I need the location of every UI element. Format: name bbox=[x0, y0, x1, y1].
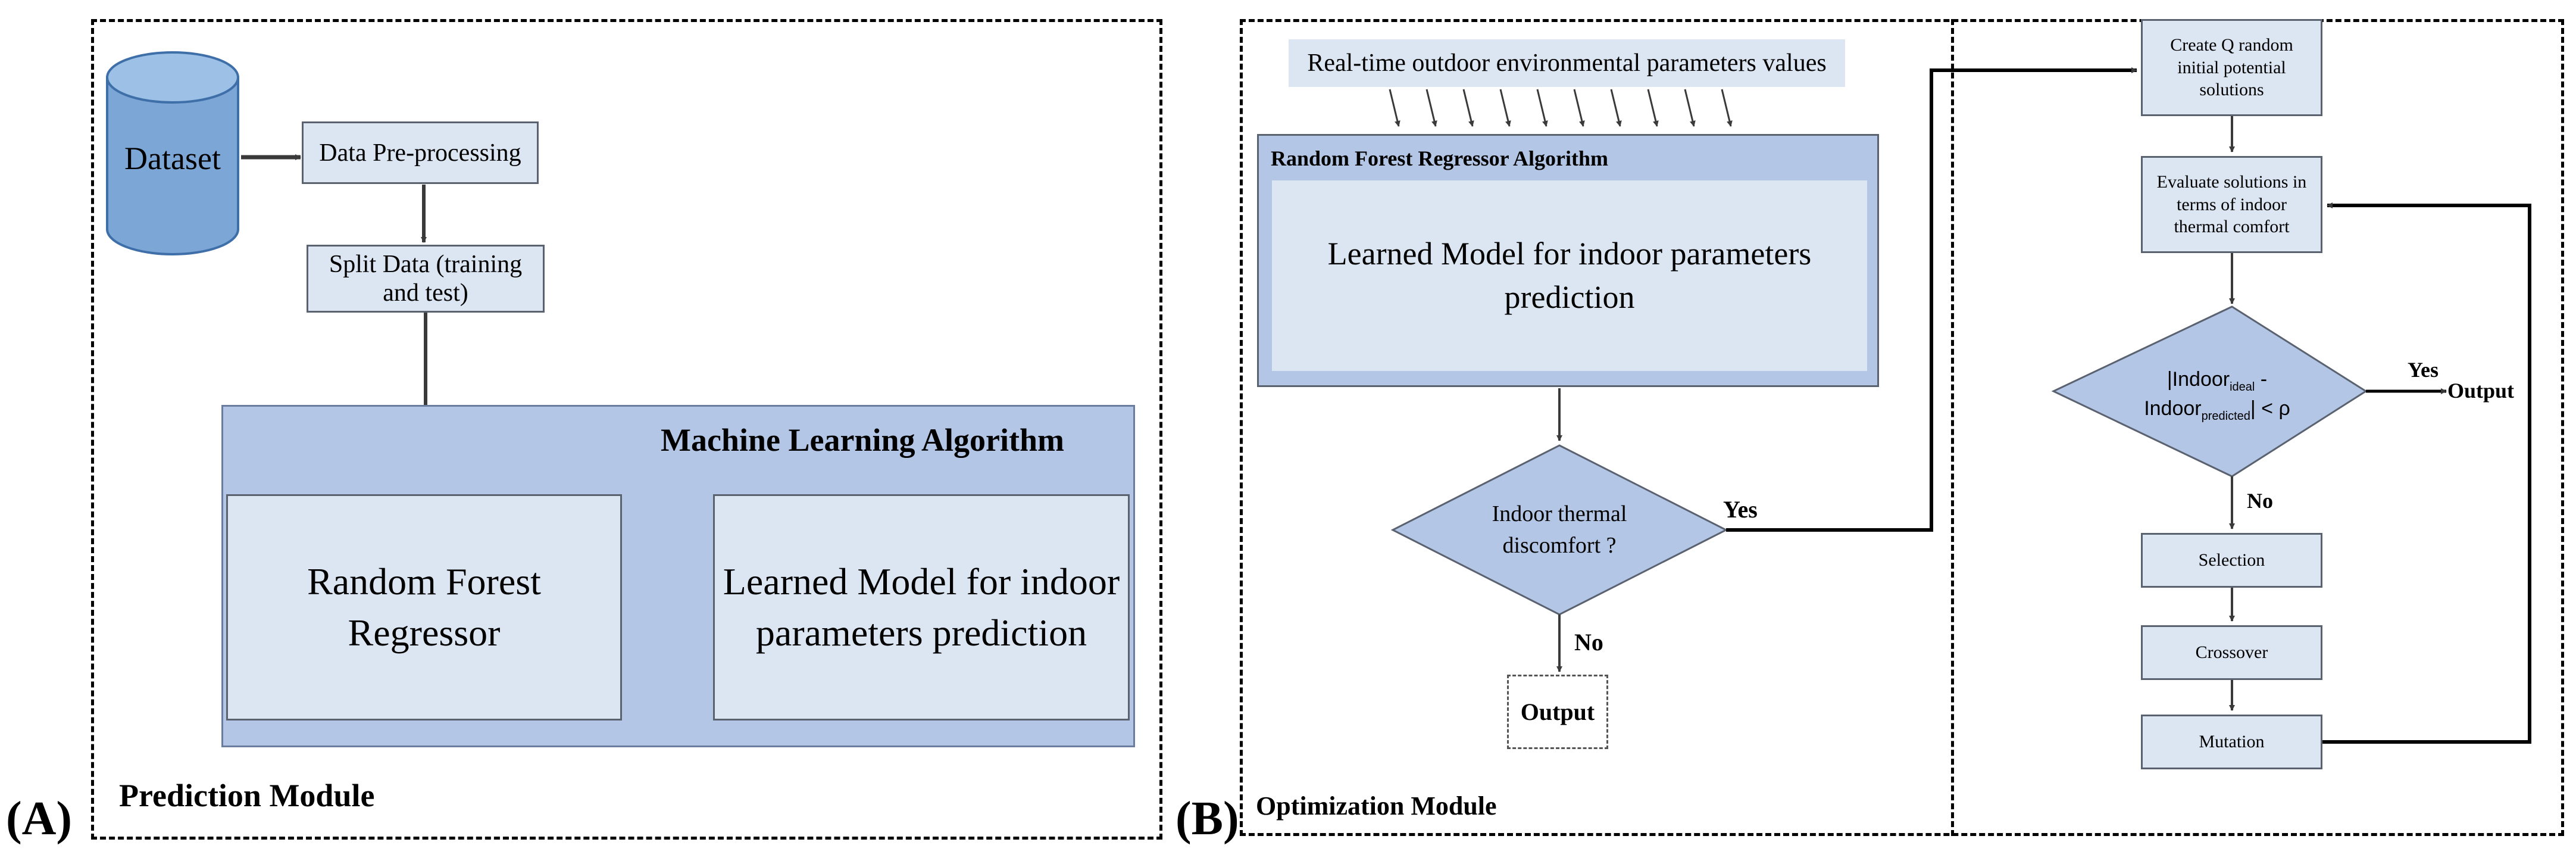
discomfort-line2: discomfort ? bbox=[1502, 533, 1617, 558]
panel-b-divider bbox=[1951, 19, 1954, 836]
selection-box: Selection bbox=[2141, 533, 2322, 588]
preprocessing-label: Data Pre-processing bbox=[319, 139, 521, 167]
rfr-title: Random Forest Regressor Algorithm bbox=[1271, 146, 1608, 170]
condition-line1: |Indoorideal - bbox=[2167, 368, 2268, 394]
prediction-module-label: Prediction Module bbox=[119, 778, 375, 813]
output-right-label: Output bbox=[2447, 379, 2515, 403]
split-data-box: Split Data (training and test) bbox=[307, 245, 545, 313]
rf-label-line1: Random Forest bbox=[307, 560, 541, 603]
ml-algorithm-title: Machine Learning Algorithm bbox=[661, 422, 1064, 458]
prediction-module-frame bbox=[91, 19, 1162, 840]
output-left-label: Output bbox=[1520, 698, 1595, 725]
evaluate-solutions-box: Evaluate solutions in terms of indoor th… bbox=[2141, 156, 2322, 253]
realtime-params-label: Real-time outdoor environmental paramete… bbox=[1307, 49, 1827, 77]
create-solutions-box: Create Q random initial potential soluti… bbox=[2141, 19, 2322, 116]
learned-model-box-a: Learned Model for indoor parameters pred… bbox=[713, 494, 1130, 720]
discomfort-line1: Indoor thermal bbox=[1492, 501, 1627, 526]
input-arrows bbox=[1389, 89, 1733, 127]
rf-label-line2: Regressor bbox=[348, 612, 501, 654]
learned-b-line2: prediction bbox=[1504, 279, 1635, 315]
learned-model-box-b: Learned Model for indoor parameters pred… bbox=[1272, 180, 1867, 371]
create-line1: Create Q random bbox=[2170, 35, 2293, 55]
condition-label: |Indoorideal - Indoorpredicted| < ρ bbox=[2107, 366, 2327, 425]
random-forest-box: Random Forest Regressor bbox=[226, 494, 622, 720]
realtime-params-box: Real-time outdoor environmental paramete… bbox=[1289, 39, 1845, 87]
evaluate-line3: thermal comfort bbox=[2174, 217, 2290, 237]
output-box-left: Output bbox=[1507, 675, 1608, 749]
mutation-label: Mutation bbox=[2199, 732, 2265, 751]
mutation-box: Mutation bbox=[2141, 715, 2322, 769]
crossover-box: Crossover bbox=[2141, 625, 2322, 680]
split-label-line1: Split Data (training bbox=[329, 250, 523, 278]
yes-label-1: Yes bbox=[1723, 496, 1758, 523]
optimization-module-label: Optimization Module bbox=[1256, 791, 1497, 821]
dataset-label: Dataset bbox=[124, 141, 221, 176]
learned-b-line1: Learned Model for indoor parameters bbox=[1327, 236, 1812, 272]
no-label-1: No bbox=[1574, 629, 1603, 656]
crossover-label: Crossover bbox=[2195, 642, 2268, 662]
split-label-line2: and test) bbox=[383, 279, 468, 307]
preprocessing-box: Data Pre-processing bbox=[302, 121, 539, 184]
dataset-cylinder-icon bbox=[106, 51, 239, 255]
learned-a-line2: parameters prediction bbox=[755, 612, 1087, 654]
evaluate-line1: Evaluate solutions in bbox=[2156, 172, 2307, 192]
discomfort-label: Indoor thermal discomfort ? bbox=[1458, 494, 1661, 566]
yes-label-2: Yes bbox=[2408, 358, 2439, 382]
selection-label: Selection bbox=[2198, 550, 2265, 570]
learned-a-line1: Learned Model for indoor bbox=[723, 560, 1120, 603]
create-line2: initial potential bbox=[2177, 57, 2286, 77]
evaluate-line2: terms of indoor bbox=[2177, 194, 2287, 214]
no-label-2: No bbox=[2247, 489, 2273, 513]
panel-b-letter: (B) bbox=[1176, 793, 1239, 845]
condition-line2: Indoorpredicted| < ρ bbox=[2144, 397, 2290, 423]
create-line3: solutions bbox=[2199, 80, 2264, 100]
optimization-module-frame bbox=[1240, 19, 2564, 836]
panel-a-letter: (A) bbox=[6, 793, 73, 845]
